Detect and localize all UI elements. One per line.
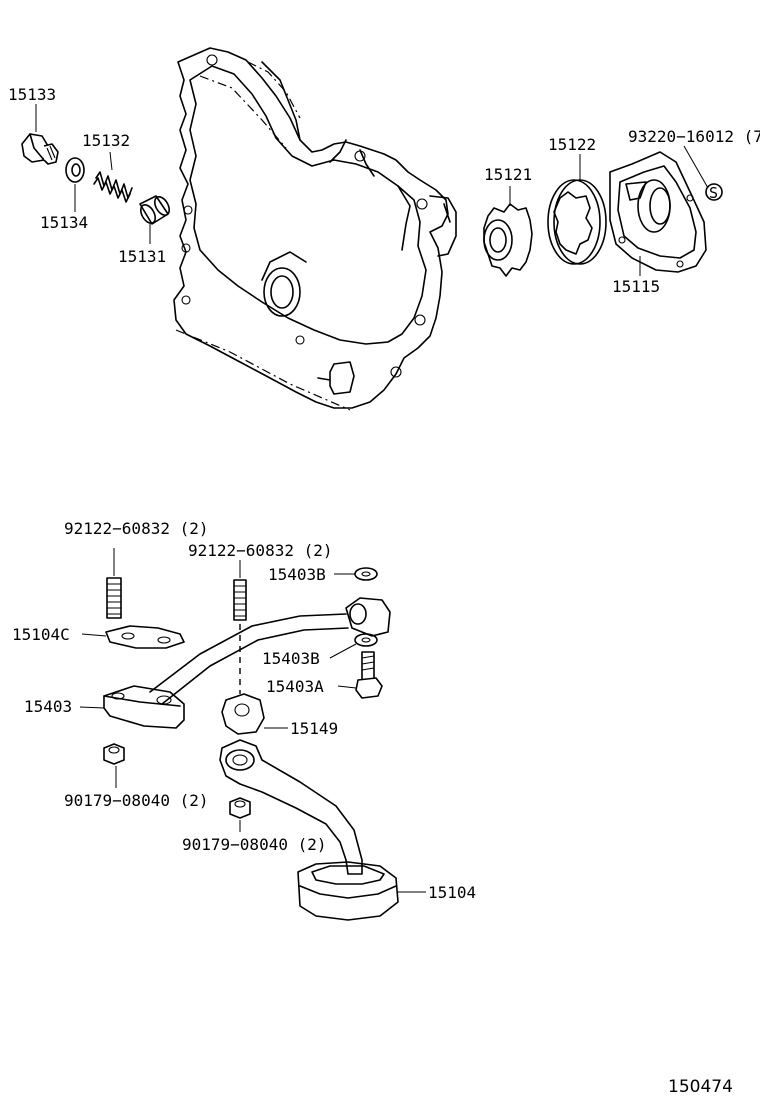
valve-15131: 15131 [118, 195, 171, 266]
label-92122-left: 92122−60832 (2) [64, 519, 209, 538]
label-15122: 15122 [548, 135, 596, 154]
pipe-15403: 15403 [24, 597, 391, 729]
diagram-id: 150474 [668, 1077, 733, 1097]
seal-mark: S [709, 184, 718, 202]
plug-15133: 15133 [8, 85, 59, 165]
spring-15132: 15132 [82, 131, 133, 203]
label-15403: 15403 [24, 697, 72, 716]
bolt-15403A: 15403A [266, 651, 383, 699]
bolt-93220-16012: S 93220−16012 (7) [628, 127, 760, 202]
label-15131: 15131 [118, 247, 166, 266]
gasket-15134: 15134 [40, 157, 88, 232]
washer-15403B-mid: 15403B [262, 633, 378, 668]
gasket-15104C: 15104C [12, 625, 185, 649]
nut-90179-right: 90179−08040 (2) [182, 797, 327, 854]
label-93220-16012: 93220−16012 (7) [628, 127, 760, 146]
strainer-15104: 15104 [219, 739, 476, 921]
label-15403B-top: 15403B [268, 565, 326, 584]
label-15104C: 15104C [12, 625, 70, 644]
label-15115: 15115 [612, 277, 660, 296]
label-90179-left: 90179−08040 (2) [64, 791, 209, 810]
label-15149: 15149 [290, 719, 338, 738]
timing-cover [173, 47, 457, 411]
label-15121: 15121 [484, 165, 532, 184]
plate-15115: 15115 [609, 151, 707, 296]
label-15132: 15132 [82, 131, 130, 150]
gear-15121: 15121 [483, 165, 533, 277]
label-15134: 15134 [40, 213, 88, 232]
nut-90179-left: 90179−08040 (2) [64, 743, 209, 810]
gasket-15149: 15149 [221, 693, 338, 738]
stud-92122-left: 92122−60832 (2) [64, 519, 209, 619]
label-15403A: 15403A [266, 677, 324, 696]
stud-92122-right: 92122−60832 (2) [188, 541, 333, 621]
label-15403B-mid: 15403B [262, 649, 320, 668]
rotor-15122: 15122 [547, 135, 607, 265]
label-92122-right: 92122−60832 (2) [188, 541, 333, 560]
washer-15403B-top: 15403B [268, 565, 378, 584]
label-90179-right: 90179−08040 (2) [182, 835, 327, 854]
label-15104: 15104 [428, 883, 476, 902]
label-15133: 15133 [8, 85, 56, 104]
